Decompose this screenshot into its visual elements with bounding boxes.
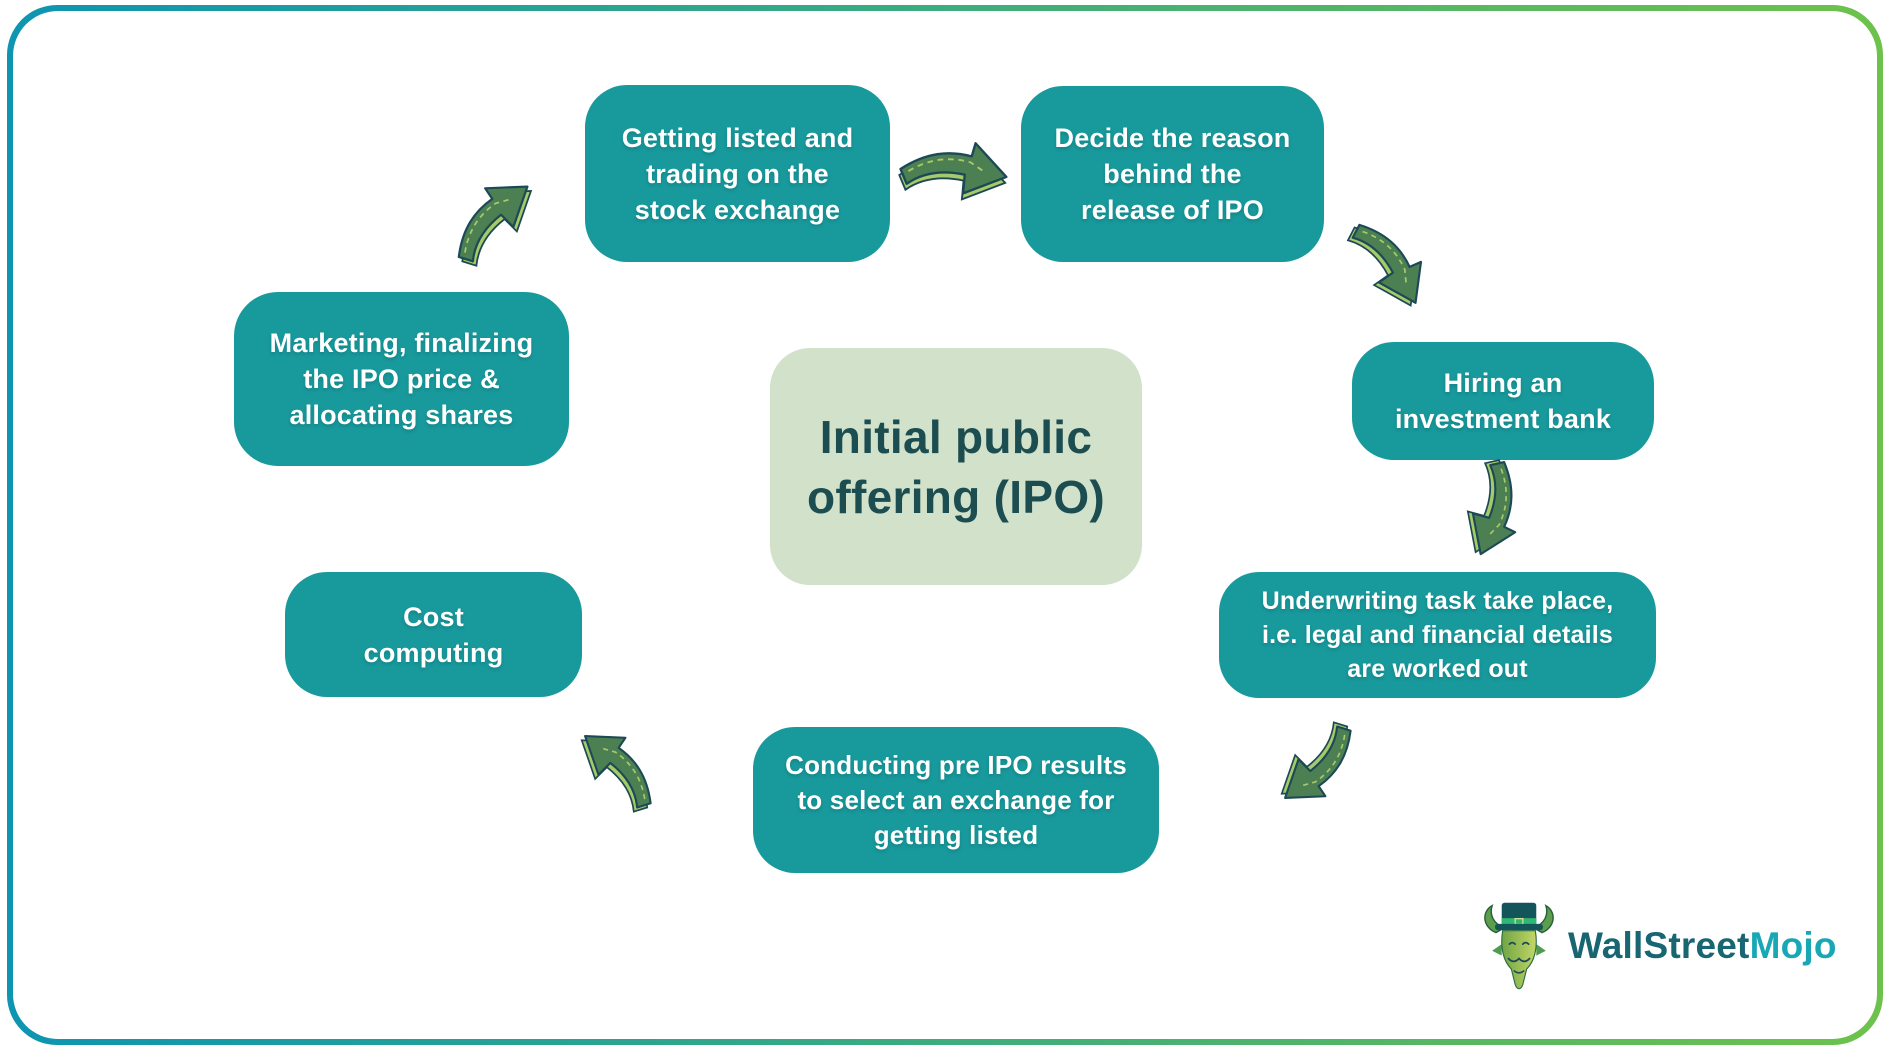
arrow-marketing-to-getting-listed <box>450 170 538 270</box>
arrow-underwriting-to-conducting <box>1274 721 1360 808</box>
step-line: getting listed <box>873 819 1039 850</box>
step-box-decide-reason: Decide the reason behind the release of … <box>1021 86 1324 262</box>
step-line: the IPO price & <box>303 364 500 394</box>
step-box-cost-computing: Cost computing <box>285 572 582 697</box>
logo-wordmark-wallstreet: WallStreet <box>1568 925 1750 966</box>
center-title-line: Initial public <box>819 410 1093 463</box>
step-line: computing <box>363 637 504 668</box>
center-title-box: Initial public offering (IPO) <box>770 348 1142 585</box>
step-box-conducting: Conducting pre IPO results to select an … <box>753 727 1159 873</box>
step-line: Conducting pre IPO results <box>785 749 1127 780</box>
arrow-decide-to-hiring <box>1337 215 1439 315</box>
bull-mascot-icon <box>1484 902 1554 990</box>
step-line: trading on the <box>646 158 829 189</box>
step-box-underwriting: Underwriting task take place, i.e. legal… <box>1219 572 1656 698</box>
step-line: i.e. legal and financial details <box>1262 621 1613 649</box>
step-line: investment bank <box>1394 404 1612 434</box>
step-line: Hiring an <box>1443 368 1563 398</box>
step-line: are worked out <box>1347 655 1528 683</box>
step-line: Getting listed and <box>621 122 854 153</box>
curved-arrow-icon <box>1337 222 1429 308</box>
wallstreetmojo-logo: WallStreetMojo <box>1480 898 1837 994</box>
step-line: Underwriting task take place, <box>1261 587 1614 615</box>
step-line: to select an exchange for <box>797 784 1115 815</box>
step-line: Decide the reason <box>1054 123 1291 153</box>
step-box-marketing: Marketing, finalizing the IPO price & al… <box>234 292 569 466</box>
logo-wordmark: WallStreetMojo <box>1568 925 1837 967</box>
curved-arrow-icon <box>580 735 652 813</box>
step-line: stock exchange <box>634 194 841 225</box>
center-title-line: offering (IPO) <box>806 470 1106 523</box>
step-box-hiring-bank: Hiring an investment bank <box>1352 342 1654 460</box>
step-line: behind the <box>1103 159 1242 189</box>
step-line: release of IPO <box>1081 195 1264 225</box>
curved-arrow-icon <box>1280 721 1352 799</box>
curved-arrow-icon <box>457 185 533 267</box>
arrow-conducting-to-cost <box>573 726 661 813</box>
logo-wordmark-mojo: Mojo <box>1749 925 1837 966</box>
step-line: Cost <box>403 601 464 632</box>
step-line: Marketing, finalizing <box>269 328 534 358</box>
step-line: allocating shares <box>289 400 514 430</box>
step-box-getting-listed: Getting listed and trading on the stock … <box>585 85 890 262</box>
